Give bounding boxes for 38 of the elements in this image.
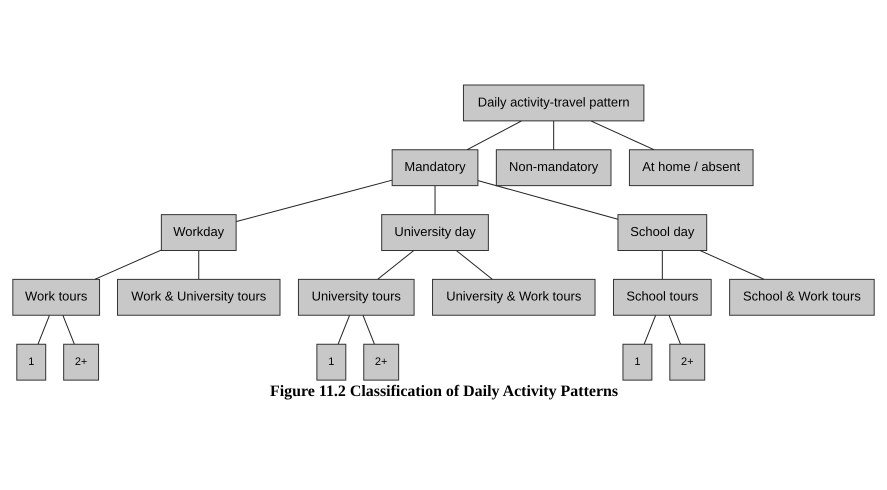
node-box: 1: [16, 343, 46, 380]
connector: [236, 179, 392, 222]
node-box: Work & University tours: [117, 278, 280, 316]
connector: [338, 314, 350, 344]
connector: [553, 120, 554, 150]
caption: Figure 11.2 Classification of Daily Activity Patterns: [270, 382, 618, 400]
node-box: Non-mandatory: [496, 148, 612, 186]
node-box: 1: [622, 343, 652, 380]
connector: [590, 120, 654, 150]
node-box: 1: [316, 343, 346, 380]
connector: [668, 314, 681, 344]
node-box: School & Work tours: [729, 278, 875, 316]
node-box: 2+: [669, 343, 706, 380]
node-box: Work tours: [12, 278, 100, 316]
node-box: School day: [617, 214, 708, 250]
connector: [38, 314, 50, 344]
node-box: Daily activity-travel pattern: [462, 84, 644, 121]
node-box: Mandatory: [392, 148, 478, 186]
connector: [94, 249, 162, 280]
node-box: 2+: [363, 343, 400, 380]
connector: [466, 120, 522, 150]
node-box: At home / absent: [628, 148, 754, 186]
connector: [662, 250, 663, 280]
node-box: School tours: [612, 278, 712, 316]
connector: [434, 184, 436, 214]
connector: [377, 250, 414, 280]
connector: [478, 180, 618, 220]
node-box: Workday: [160, 214, 237, 250]
connector: [700, 250, 765, 280]
node-box: 2+: [63, 343, 100, 380]
node-box: University tours: [298, 278, 415, 316]
connector: [198, 250, 200, 280]
connector: [644, 314, 656, 344]
connector: [456, 250, 493, 280]
connector: [362, 314, 375, 344]
node-box: University & Work tours: [432, 278, 596, 316]
node-box: University day: [381, 214, 489, 250]
connector: [62, 314, 75, 344]
